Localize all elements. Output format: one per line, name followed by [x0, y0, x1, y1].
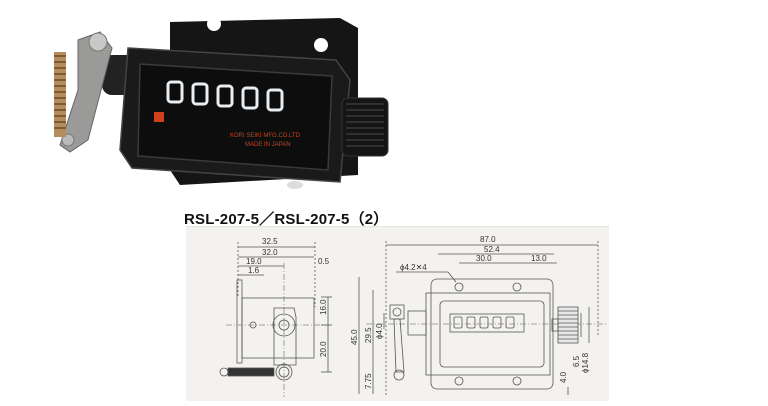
- side-view-dimensions: 32.5 32.0 19.0 1.6 0.5 16.0 20.0: [246, 237, 330, 357]
- dim-body-height: 29.5: [364, 327, 373, 343]
- model-title: RSL-207-5／RSL-207-5（2）: [184, 211, 389, 228]
- dim-hole-pitch: 30.0: [476, 254, 492, 263]
- mount-hole-icon: [314, 38, 328, 52]
- counter-digits: [166, 80, 284, 112]
- maker-text: KORI SEIKI MFG.CO.LTD: [230, 133, 301, 139]
- dim-knob-height: 6.5: [572, 355, 581, 367]
- dimension-drawing: 32.5 32.0 19.0 1.6 0.5 16.0 20.0 87.0 52…: [219, 235, 606, 397]
- dim-total-height: 45.0: [350, 329, 359, 345]
- dim-shaft-diameter: ϕ4.0: [375, 323, 384, 339]
- dim-hole-edge: 13.0: [531, 254, 547, 263]
- dim-knob-offset: 4.0: [559, 371, 568, 383]
- mount-hole-icon: [287, 181, 303, 189]
- counter-face: [137, 63, 333, 171]
- dim-bottom-offset: 7.75: [364, 373, 373, 389]
- dim-body-width: 32.0: [262, 248, 278, 257]
- spring-drawing: [219, 367, 275, 377]
- dim-hole-spec: ϕ4.2✕4: [400, 263, 427, 272]
- dimension-drawing-panel: 32.5 32.0 19.0 1.6 0.5 16.0 20.0 87.0 52…: [186, 226, 609, 401]
- front-view: [358, 241, 606, 397]
- dim-center-width: 19.0: [246, 257, 262, 266]
- dim-body-width: 52.4: [484, 245, 500, 254]
- spring-icon: [54, 52, 66, 137]
- origin-text: MADE IN JAPAN: [245, 142, 291, 148]
- counter-photo-illustration: KORI SEIKI MFG.CO.LTD MADE IN JAPAN: [54, 17, 389, 189]
- front-view-dimensions: 87.0 52.4 30.0 13.0 ϕ4.2✕4 45.0 29.5 ϕ4.…: [350, 235, 590, 389]
- mount-hole-icon: [207, 17, 221, 31]
- screw-icon: [88, 32, 108, 52]
- product-photo: KORI SEIKI MFG.CO.LTD MADE IN JAPAN: [40, 0, 400, 210]
- dim-total-width: 32.5: [262, 237, 278, 246]
- brand-logo-icon: [154, 112, 164, 122]
- side-view: [219, 242, 332, 397]
- dim-plate-thickness: 1.6: [248, 266, 260, 275]
- dim-knob-diameter: ϕ14.8: [581, 352, 590, 373]
- dim-total-width: 87.0: [480, 235, 496, 244]
- reset-knob-icon: [341, 97, 389, 157]
- dim-upper-height: 16.0: [319, 299, 328, 315]
- dim-lower-height: 20.0: [319, 341, 328, 357]
- dim-gap: 0.5: [318, 257, 330, 266]
